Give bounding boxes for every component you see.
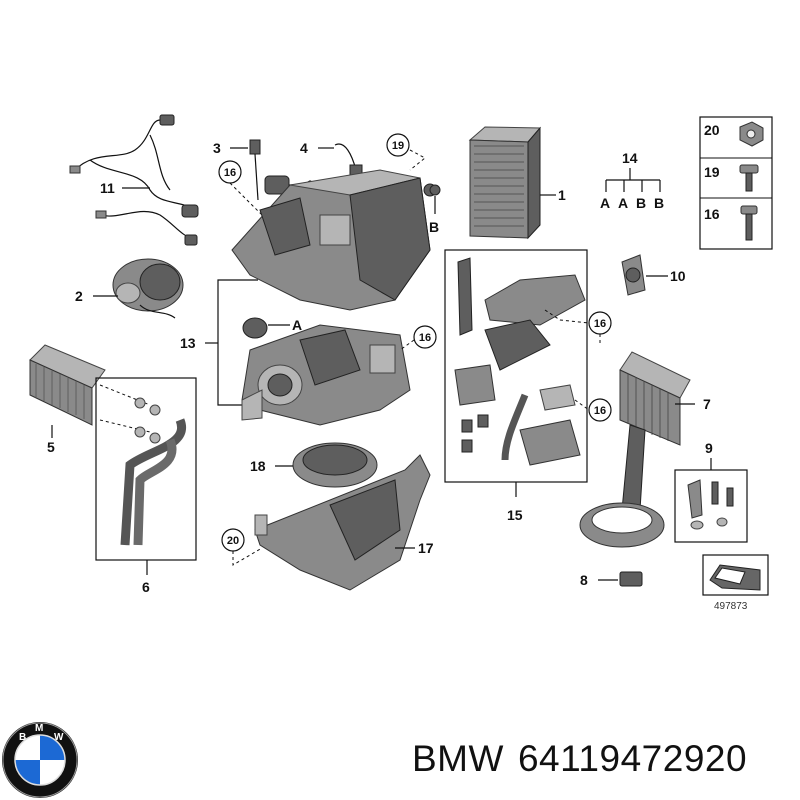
callout-7: 7 bbox=[703, 396, 711, 412]
flaps-group-15-parts bbox=[454, 257, 586, 466]
screw-16-icon bbox=[740, 205, 758, 215]
callout-1: 1 bbox=[558, 187, 566, 203]
callout-17: 17 bbox=[418, 540, 434, 556]
circled-16-lower: 16 bbox=[419, 332, 431, 344]
rubber-mount-part bbox=[242, 317, 268, 339]
heater-core-part bbox=[29, 344, 106, 426]
callout-5: 5 bbox=[47, 439, 55, 455]
cover-disc-18-part bbox=[292, 442, 378, 488]
blower-motor-part bbox=[112, 258, 184, 319]
bmw-logo: B M W bbox=[2, 722, 78, 798]
legend-20-label: 20 bbox=[704, 122, 720, 138]
pipes-group-frame bbox=[95, 377, 197, 561]
key-14-b2: B bbox=[654, 195, 664, 211]
sensor-4-part bbox=[334, 143, 363, 176]
circled-16-group15-lower: 16 bbox=[594, 405, 606, 417]
hvac-housing-upper-part bbox=[231, 169, 437, 311]
sensor-8-part bbox=[619, 571, 643, 587]
callout-15: 15 bbox=[507, 507, 523, 523]
circled-16-group15-upper: 16 bbox=[594, 318, 606, 330]
callout-11: 11 bbox=[100, 180, 115, 196]
legend-19-label: 19 bbox=[704, 164, 720, 180]
callout-9: 9 bbox=[705, 440, 713, 456]
letter-a-top: A bbox=[292, 317, 302, 333]
hvac-housing-lower-part bbox=[241, 324, 411, 426]
callout-8: 8 bbox=[580, 572, 588, 588]
logo-letter-m: M bbox=[35, 723, 43, 734]
callout-10: 10 bbox=[670, 268, 686, 284]
callout-14: 14 bbox=[622, 150, 638, 166]
hardware-legend: 20 19 16 bbox=[699, 116, 773, 250]
key-14-a2: A bbox=[618, 195, 628, 211]
legend-16-label: 16 bbox=[704, 206, 720, 222]
callout-6: 6 bbox=[142, 579, 150, 595]
letter-b-top: B bbox=[429, 219, 439, 235]
key-14-a1: A bbox=[600, 195, 610, 211]
support-bracket-17-part bbox=[254, 454, 431, 591]
key-14-b1: B bbox=[636, 195, 646, 211]
group-9-frame bbox=[674, 469, 748, 543]
wiring-harness-part bbox=[69, 114, 199, 246]
screw-19-icon bbox=[739, 164, 759, 174]
caption-part-number: 64119472920 bbox=[517, 738, 748, 779]
expansion-valve-fittings-part bbox=[687, 479, 734, 530]
caption: BMW 64119472920 bbox=[412, 738, 761, 788]
sensor-3-part bbox=[249, 139, 261, 201]
image-number: 497873 bbox=[714, 601, 748, 612]
image-number-box bbox=[702, 554, 769, 596]
logo-letter-b: B bbox=[19, 732, 26, 743]
cabin-filter-part bbox=[468, 126, 542, 240]
circled-16-top: 16 bbox=[224, 167, 236, 179]
logo-letter-w: W bbox=[54, 732, 64, 743]
callout-4: 4 bbox=[300, 140, 308, 156]
servo-10-part bbox=[621, 254, 646, 296]
seal-ring-part bbox=[579, 502, 665, 548]
heater-pipes-part bbox=[99, 384, 187, 546]
callout-3: 3 bbox=[213, 140, 221, 156]
caption-brand: BMW bbox=[412, 738, 504, 779]
callout-18: 18 bbox=[250, 458, 266, 474]
callout-13: 13 bbox=[180, 335, 196, 351]
evaporator-7-part bbox=[619, 351, 691, 511]
callout-2: 2 bbox=[75, 288, 83, 304]
circled-19: 19 bbox=[392, 140, 404, 152]
circled-20: 20 bbox=[227, 535, 239, 547]
